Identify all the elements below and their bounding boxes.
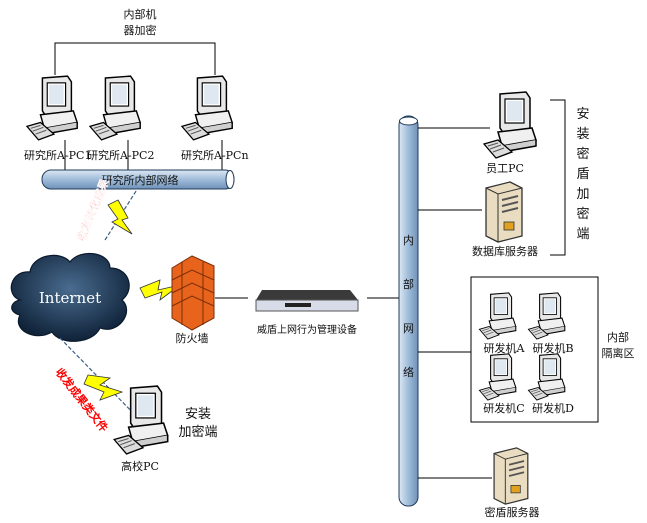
top-group-bracket (54, 42, 216, 75)
pc2-label: 研究所A-PC2 (87, 148, 154, 162)
internet-cloud-icon[interactable] (10, 252, 130, 342)
internal-network-char: 内 (403, 233, 414, 247)
firewall-label: 防火墙 (176, 331, 209, 345)
encrypt-char: 盾 (576, 167, 589, 182)
internal-network-char: 网 (403, 322, 414, 335)
pcn-icon[interactable] (181, 75, 233, 141)
top-group-label-1: 内部机 (124, 7, 157, 21)
university-pc-icon[interactable] (113, 385, 169, 455)
internal-network-char: 络 (403, 365, 414, 379)
dev-pc-b-label: 研发机B (532, 341, 573, 355)
encrypt-char: 装 (576, 127, 589, 142)
encrypt-char: 密 (576, 206, 589, 222)
isolation-zone-label-1: 内部 (607, 330, 629, 344)
isolation-zone-label-2: 隔离区 (602, 346, 635, 360)
internet-label: Internet (39, 289, 101, 307)
dev-pc-a-label: 研发机A (484, 341, 526, 355)
university-pc-note-2: 加密端 (178, 424, 217, 440)
gateway-device-icon[interactable] (255, 290, 359, 312)
pc2-icon[interactable] (89, 75, 141, 141)
lightning-icon (107, 199, 133, 235)
encrypt-char: 安 (576, 107, 589, 122)
lightning-icon (83, 374, 124, 401)
lightning-icon (139, 279, 181, 301)
dev-pc-d-label: 研发机D (532, 401, 574, 415)
internal-network-char: 部 (403, 277, 414, 291)
employee-pc-label: 员工PC (486, 162, 524, 175)
dev-pc-a-icon[interactable] (478, 292, 517, 340)
mdun-server-icon[interactable] (493, 446, 529, 506)
encrypt-char: 端 (576, 227, 589, 242)
institute-network-label: 研究所内部网络 (102, 173, 179, 187)
db-server-icon[interactable] (485, 181, 523, 243)
university-pc-label: 高校PC (121, 459, 159, 473)
mdun-server-label: 密盾服务器 (485, 505, 540, 519)
pcn-label: 研究所A-PCn (181, 148, 249, 162)
encrypt-char: 加 (576, 187, 589, 202)
university-pc-note-1: 安装 (185, 407, 211, 422)
gateway-label: 威盾上网行为管理设备 (257, 323, 357, 336)
encrypt-char: 密 (576, 146, 589, 162)
dev-pc-b-icon[interactable] (527, 292, 566, 340)
dev-pc-c-label: 研发机C (483, 401, 524, 415)
db-server-label: 数据库服务器 (472, 244, 538, 258)
encrypt-bracket (550, 99, 566, 256)
dev-pc-d-icon[interactable] (527, 353, 566, 401)
pc1-icon[interactable] (26, 75, 78, 141)
bottom-link-label: 收发成果类文件 (53, 365, 111, 434)
internal-network-pipe (398, 115, 419, 507)
employee-pc-icon[interactable] (483, 91, 537, 159)
top-group-label-2: 器加密 (124, 23, 157, 37)
pc1-label: 研究所A-PC1 (24, 148, 91, 162)
firewall-icon[interactable] (171, 255, 215, 331)
dev-pc-c-icon[interactable] (478, 353, 517, 401)
encrypt-bracket-label: 安 装 密 盾 加 密 端 (576, 107, 589, 242)
isolation-zone-box (470, 276, 599, 423)
